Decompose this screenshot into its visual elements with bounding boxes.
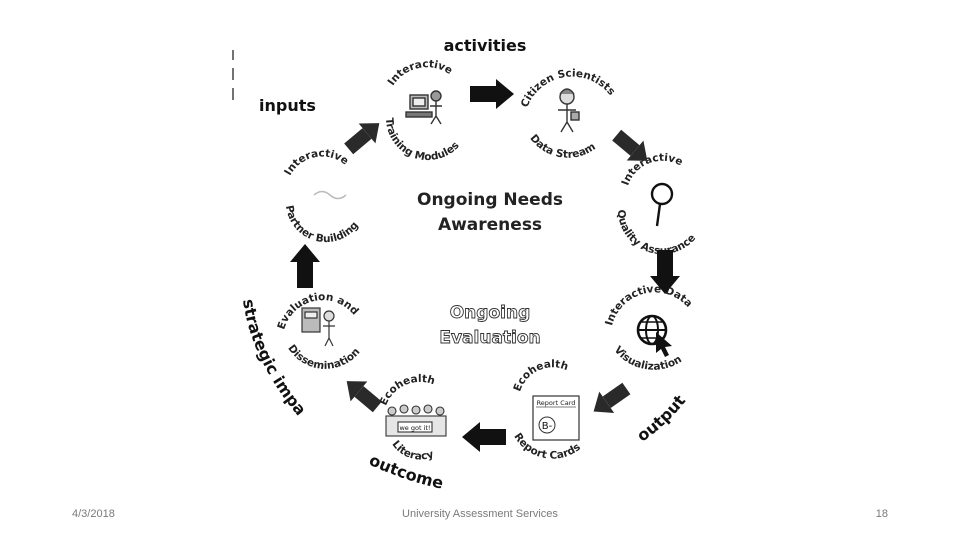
report-card-icon: Report Card B-: [532, 395, 580, 441]
node-partner-building: Interactive Partner Building: [282, 147, 361, 245]
center-needs-line2: Awareness: [438, 215, 542, 235]
node-evaluation-dissemination: Evaluation and Dissemination: [275, 291, 362, 372]
presenter-board-icon: [301, 307, 335, 347]
svg-text:Interactive: Interactive: [282, 147, 351, 177]
footer-center-text: University Assessment Services: [402, 508, 558, 520]
node-training-modules: Interactive Training Modules: [383, 58, 462, 163]
label-activities: activities: [444, 36, 527, 55]
group-people-icon: we got it!: [385, 404, 447, 437]
footer-date: 4/3/2018: [72, 508, 115, 520]
node-ecohealth-literacy: Ecohealth Literacy we got it!: [378, 373, 447, 463]
svg-text:Dissemination: Dissemination: [285, 343, 362, 373]
svg-text:Ecohealth: Ecohealth: [378, 373, 437, 407]
node-citizen-scientists: Citizen Scientists Data Stream: [519, 68, 618, 161]
svg-text:Interactive: Interactive: [620, 152, 685, 187]
center-eval-line2: Evaluation: [439, 328, 540, 348]
svg-text:Literacy: Literacy: [389, 438, 435, 462]
node-quality-assurance: Interactive Quality Assurance: [615, 152, 698, 257]
slide-number: 18: [875, 508, 888, 520]
svg-text:Ecohealth: Ecohealth: [511, 358, 569, 393]
node-data-visualization: Interactive Data Visualization: [603, 283, 694, 373]
svg-text:Visualization: Visualization: [612, 344, 684, 373]
label-outputs: outputs: [0, 0, 689, 445]
svg-text:Interactive: Interactive: [386, 58, 455, 88]
arrow-partner-to-training: [340, 113, 388, 159]
center-needs-line1: Ongoing Needs: [417, 190, 563, 210]
arrow-training-to-citizen: [470, 79, 514, 109]
arrow-reportcards-to-literacy: [462, 422, 506, 452]
scientist-figure-icon: [558, 88, 580, 133]
svg-text:Quality Assurance: Quality Assurance: [615, 209, 698, 257]
arrow-literacy-to-evaluation: [338, 371, 386, 417]
center-eval-line1: Ongoing: [450, 303, 531, 323]
svg-text:Training Modules: Training Modules: [383, 117, 462, 163]
arrow-visualization-to-reportcards: [586, 377, 634, 423]
label-outcomes: outcomes: [0, 0, 445, 493]
node-report-cards: Ecohealth Report Cards Report Card B-: [511, 358, 583, 462]
svg-text:Data Stream: Data Stream: [528, 132, 598, 161]
svg-text:B-: B-: [542, 421, 553, 432]
training-figure-icon: [405, 90, 442, 125]
label-inputs: inputs: [259, 96, 316, 115]
arrow-evaluation-to-partner: [290, 244, 320, 288]
handshake-icon: [313, 190, 347, 200]
svg-text:we got it!: we got it!: [399, 424, 430, 432]
svg-text:Partner Building: Partner Building: [283, 204, 361, 245]
globe-cursor-icon: [636, 314, 672, 357]
svg-text:Report Card: Report Card: [537, 399, 576, 407]
label-strategic-impacts: strategic impacts: [0, 0, 310, 419]
magnifying-glass-icon: [650, 182, 674, 227]
